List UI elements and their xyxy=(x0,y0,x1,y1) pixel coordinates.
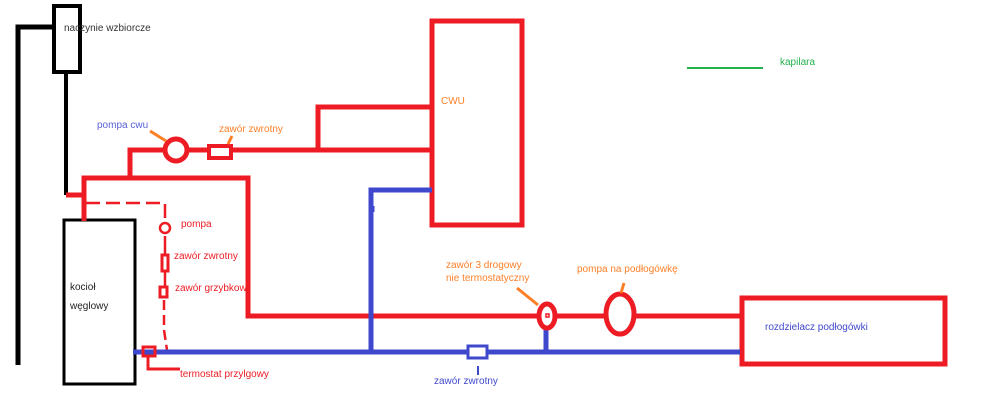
hot-main-pipe xyxy=(81,175,740,319)
cwu-pump xyxy=(162,136,190,164)
cwu-return-pipe xyxy=(368,187,432,352)
cwu-check-valve xyxy=(207,144,233,160)
cwu-pump-label: pompa cwu xyxy=(97,120,149,131)
annotation-leaders xyxy=(149,129,626,307)
bypass-loop xyxy=(86,201,172,351)
manifold-label: rozdzielacz podłogówki xyxy=(765,322,868,333)
expansion-vessel xyxy=(52,4,82,74)
boiler-label-line1: kocioł xyxy=(70,282,96,293)
hot-pipes xyxy=(66,18,948,367)
return-check-valve-label: zawór zwrotny xyxy=(434,376,498,387)
boiler-label-line2: węglowy xyxy=(70,301,109,312)
return-check-valve xyxy=(466,344,489,360)
clamp-thermostat xyxy=(141,345,180,371)
clamp-thermostat-label: termostat przylgowy xyxy=(180,369,269,380)
bypass-pump xyxy=(158,221,172,235)
three-way-valve-label-line1: zawór 3 drogowy xyxy=(446,260,522,271)
floor-pump-label: pompa na podłogówkę xyxy=(577,264,678,275)
mushroom-valve-label: zawór grzybkow xyxy=(175,283,247,294)
expansion-pipe xyxy=(15,24,56,365)
mushroom-valve xyxy=(158,285,169,299)
check-valve-label: zawór zwrotny xyxy=(174,251,238,262)
pump-label: pompa xyxy=(181,219,212,230)
capillary-label: kapilara xyxy=(780,57,816,68)
cwu-branch-pipe xyxy=(127,147,432,178)
floor-pump xyxy=(603,291,637,337)
cwu-check-valve-label: zawór zwrotny xyxy=(219,124,283,135)
expansion-vessel-label: naczynie wzbiorcze xyxy=(64,23,151,34)
cwu-inlet-pipe xyxy=(315,104,432,150)
three-way-valve-label-line2: nie termostatyczny xyxy=(446,273,530,284)
bypass-check-valve xyxy=(160,253,170,273)
cwu-label: CWU xyxy=(441,96,465,107)
cwu-tank xyxy=(429,18,525,228)
boiler xyxy=(62,218,137,386)
floor-manifold xyxy=(739,295,948,367)
